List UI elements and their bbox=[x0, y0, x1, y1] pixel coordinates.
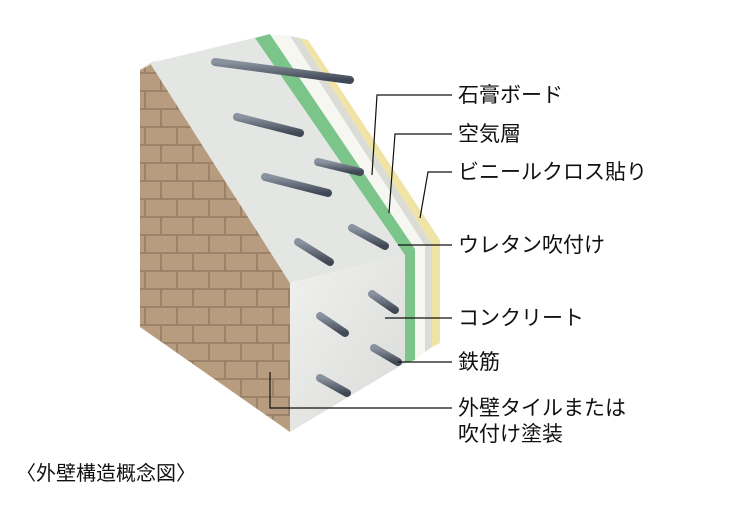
label-concrete: コンクリート bbox=[458, 306, 584, 330]
label-urethane: ウレタン吹付け bbox=[458, 233, 605, 257]
rebar-horizontal-3 bbox=[261, 173, 332, 197]
leader-exterior bbox=[269, 372, 452, 409]
exterior-tile-layer bbox=[140, 63, 290, 432]
rebar-end-2 bbox=[348, 224, 389, 250]
tile-top-edge bbox=[140, 58, 160, 70]
label-air-layer: 空気層 bbox=[458, 122, 521, 146]
leader-lines bbox=[269, 94, 452, 409]
leader-vinyl-cloth bbox=[419, 171, 452, 219]
label-exterior-line2: 吹付け塗装 bbox=[458, 422, 563, 446]
leader-gypsum-board bbox=[371, 94, 452, 176]
rebar-end-4 bbox=[368, 290, 399, 314]
label-vinyl-cloth: ビニールクロス貼り bbox=[458, 160, 647, 184]
rebar-end-5 bbox=[316, 374, 351, 397]
label-exterior-line1: 外壁タイルまたは bbox=[458, 396, 626, 420]
concrete-front-face bbox=[290, 255, 405, 432]
rebar-horizontal-1 bbox=[211, 58, 354, 84]
concrete-top-face bbox=[150, 36, 405, 283]
rebar-horizontal-4 bbox=[314, 158, 364, 176]
diagram-caption: 〈外壁構造概念図〉 bbox=[16, 461, 196, 485]
rebar-end-1 bbox=[294, 238, 334, 266]
rebar-end-3 bbox=[316, 312, 349, 337]
rebar-grid bbox=[211, 36, 402, 397]
label-rebar: 鉄筋 bbox=[458, 350, 500, 374]
rebar-end-6 bbox=[370, 344, 402, 366]
leader-air-layer bbox=[388, 133, 452, 214]
label-gypsum-board: 石膏ボード bbox=[458, 83, 563, 107]
rebar-horizontal-2 bbox=[233, 113, 304, 137]
